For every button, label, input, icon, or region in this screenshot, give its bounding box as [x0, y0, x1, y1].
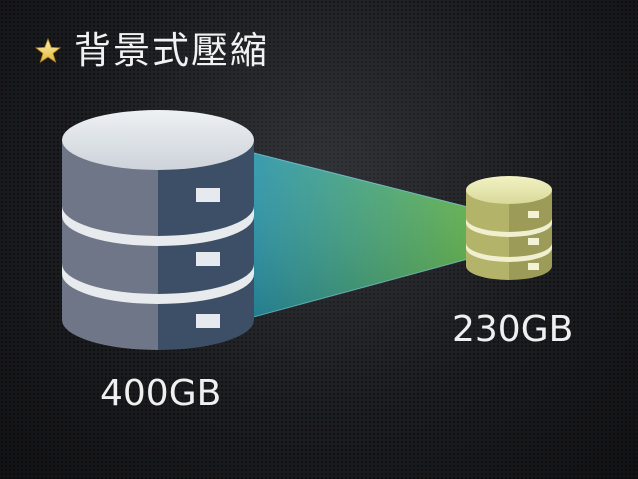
target-size-label: 230GB: [452, 309, 574, 350]
star-icon: [34, 37, 62, 63]
title-row: 背景式壓縮: [34, 26, 269, 76]
slide-title: 背景式壓縮: [74, 29, 269, 72]
database-icon: [62, 110, 254, 350]
database-icon: [466, 176, 552, 280]
source-size-label: 400GB: [100, 373, 222, 414]
compression-beam: [249, 151, 473, 319]
